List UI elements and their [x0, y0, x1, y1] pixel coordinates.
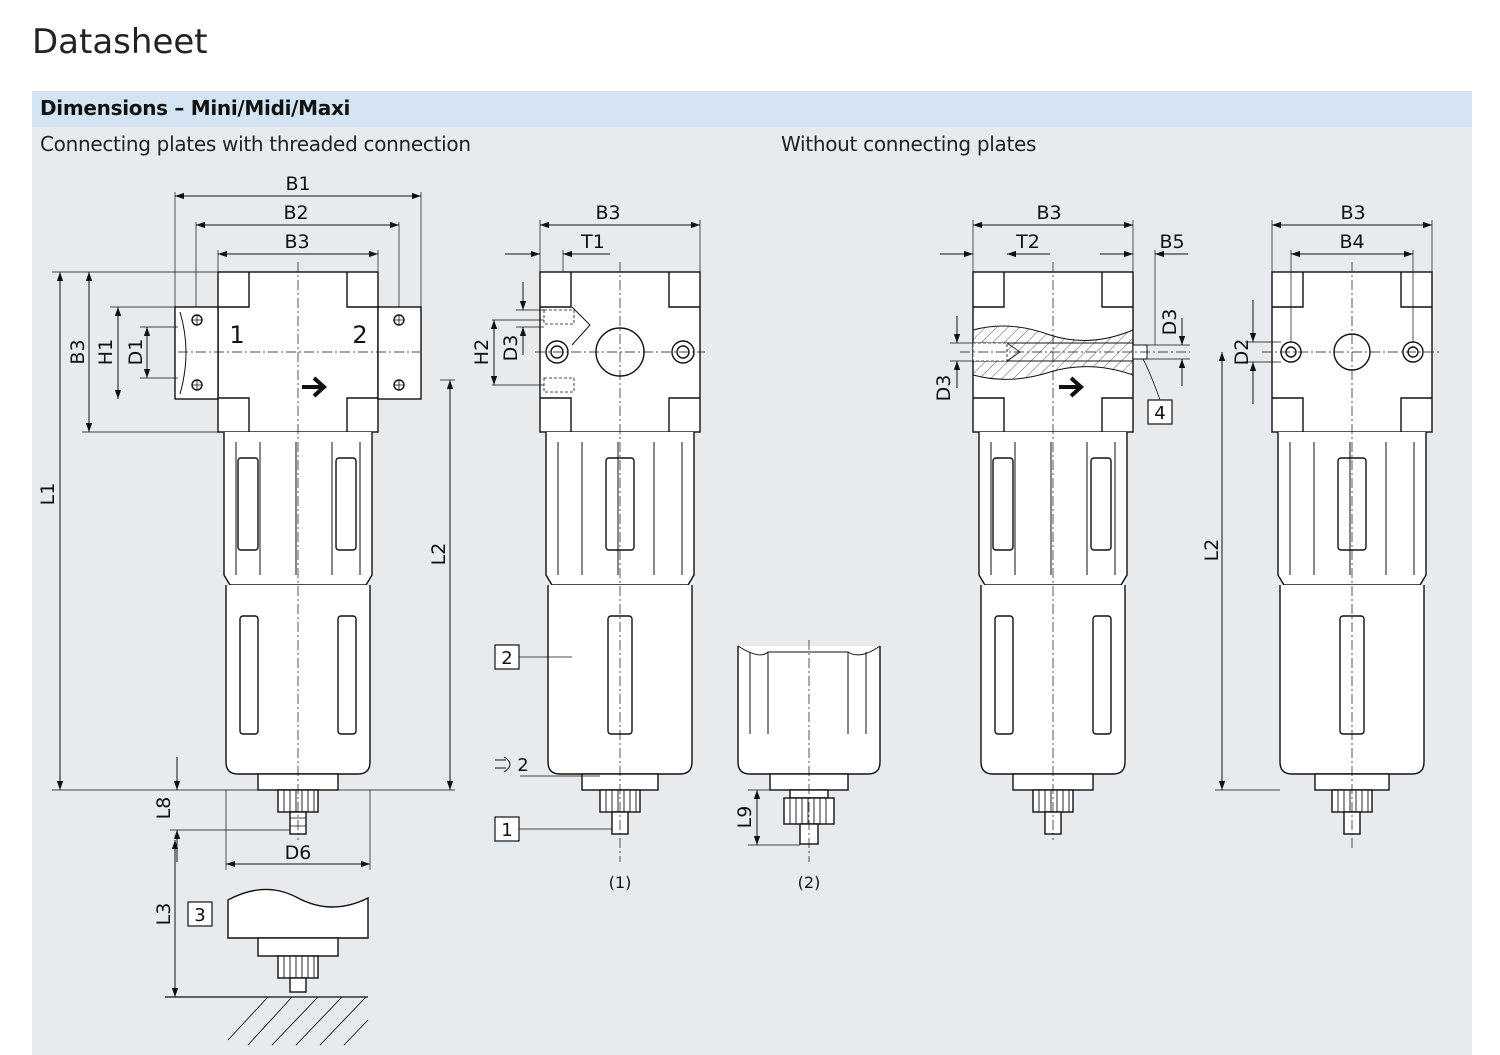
right-subtitle: Without connecting plates — [781, 132, 1037, 156]
dim-d3-side-label: D3 — [500, 335, 522, 362]
dim-l1-label: L1 — [37, 483, 59, 506]
dim-b3-vertical-label: B3 — [67, 339, 89, 364]
wrench-size-label: 2 — [517, 755, 528, 776]
variant-2-label: (2) — [798, 873, 821, 892]
callout-4: 4 — [1154, 403, 1165, 424]
dim-l2-label: L2 — [428, 543, 450, 566]
dim-l2-right-label: L2 — [1201, 539, 1223, 562]
port-1-label: 1 — [229, 321, 244, 349]
callout-1: 1 — [501, 820, 512, 841]
view-without-plates-side — [1215, 220, 1442, 848]
panel-header: Dimensions – Mini/Midi/Maxi — [32, 91, 1472, 127]
dim-d6-label: D6 — [285, 842, 312, 864]
dim-b1-label: B1 — [285, 173, 310, 195]
dim-h2-label: H2 — [471, 339, 493, 365]
dim-b5-label: B5 — [1159, 231, 1184, 253]
dim-l9-label: L9 — [734, 806, 756, 829]
dim-l8-label: L8 — [153, 797, 175, 820]
dim-d3-left-label: D3 — [933, 375, 955, 402]
view-side-1 — [490, 220, 705, 862]
dim-d2-label: D2 — [1231, 339, 1253, 366]
panel-header-title: Dimensions – Mini/Midi/Maxi — [40, 96, 351, 120]
dim-b3-noplate-label: B3 — [1036, 202, 1061, 224]
dim-b2-label: B2 — [283, 202, 308, 224]
dim-b3-right-label: B3 — [1340, 202, 1365, 224]
callout-2: 2 — [501, 648, 512, 669]
dim-d3-top-label: D3 — [1159, 309, 1181, 336]
dim-b3-label: B3 — [284, 231, 309, 253]
dim-t1-label: T1 — [580, 231, 605, 253]
dim-b4-label: B4 — [1339, 231, 1364, 253]
callout-3: 3 — [194, 905, 205, 926]
view-without-plates — [940, 220, 1190, 840]
dim-t2-label: T2 — [1015, 231, 1040, 253]
dim-l3-label: L3 — [153, 903, 175, 926]
dim-b3-side-label: B3 — [595, 202, 620, 224]
dim-h1-label: H1 — [95, 339, 117, 365]
view-with-plates — [52, 192, 455, 1046]
left-subtitle: Connecting plates with threaded connecti… — [40, 132, 471, 156]
port-2-label: 2 — [352, 321, 367, 349]
dim-d1-label: D1 — [125, 339, 147, 366]
view-detail-2 — [737, 640, 881, 862]
page-title: Datasheet — [32, 22, 208, 62]
variant-1-label: (1) — [609, 873, 632, 892]
